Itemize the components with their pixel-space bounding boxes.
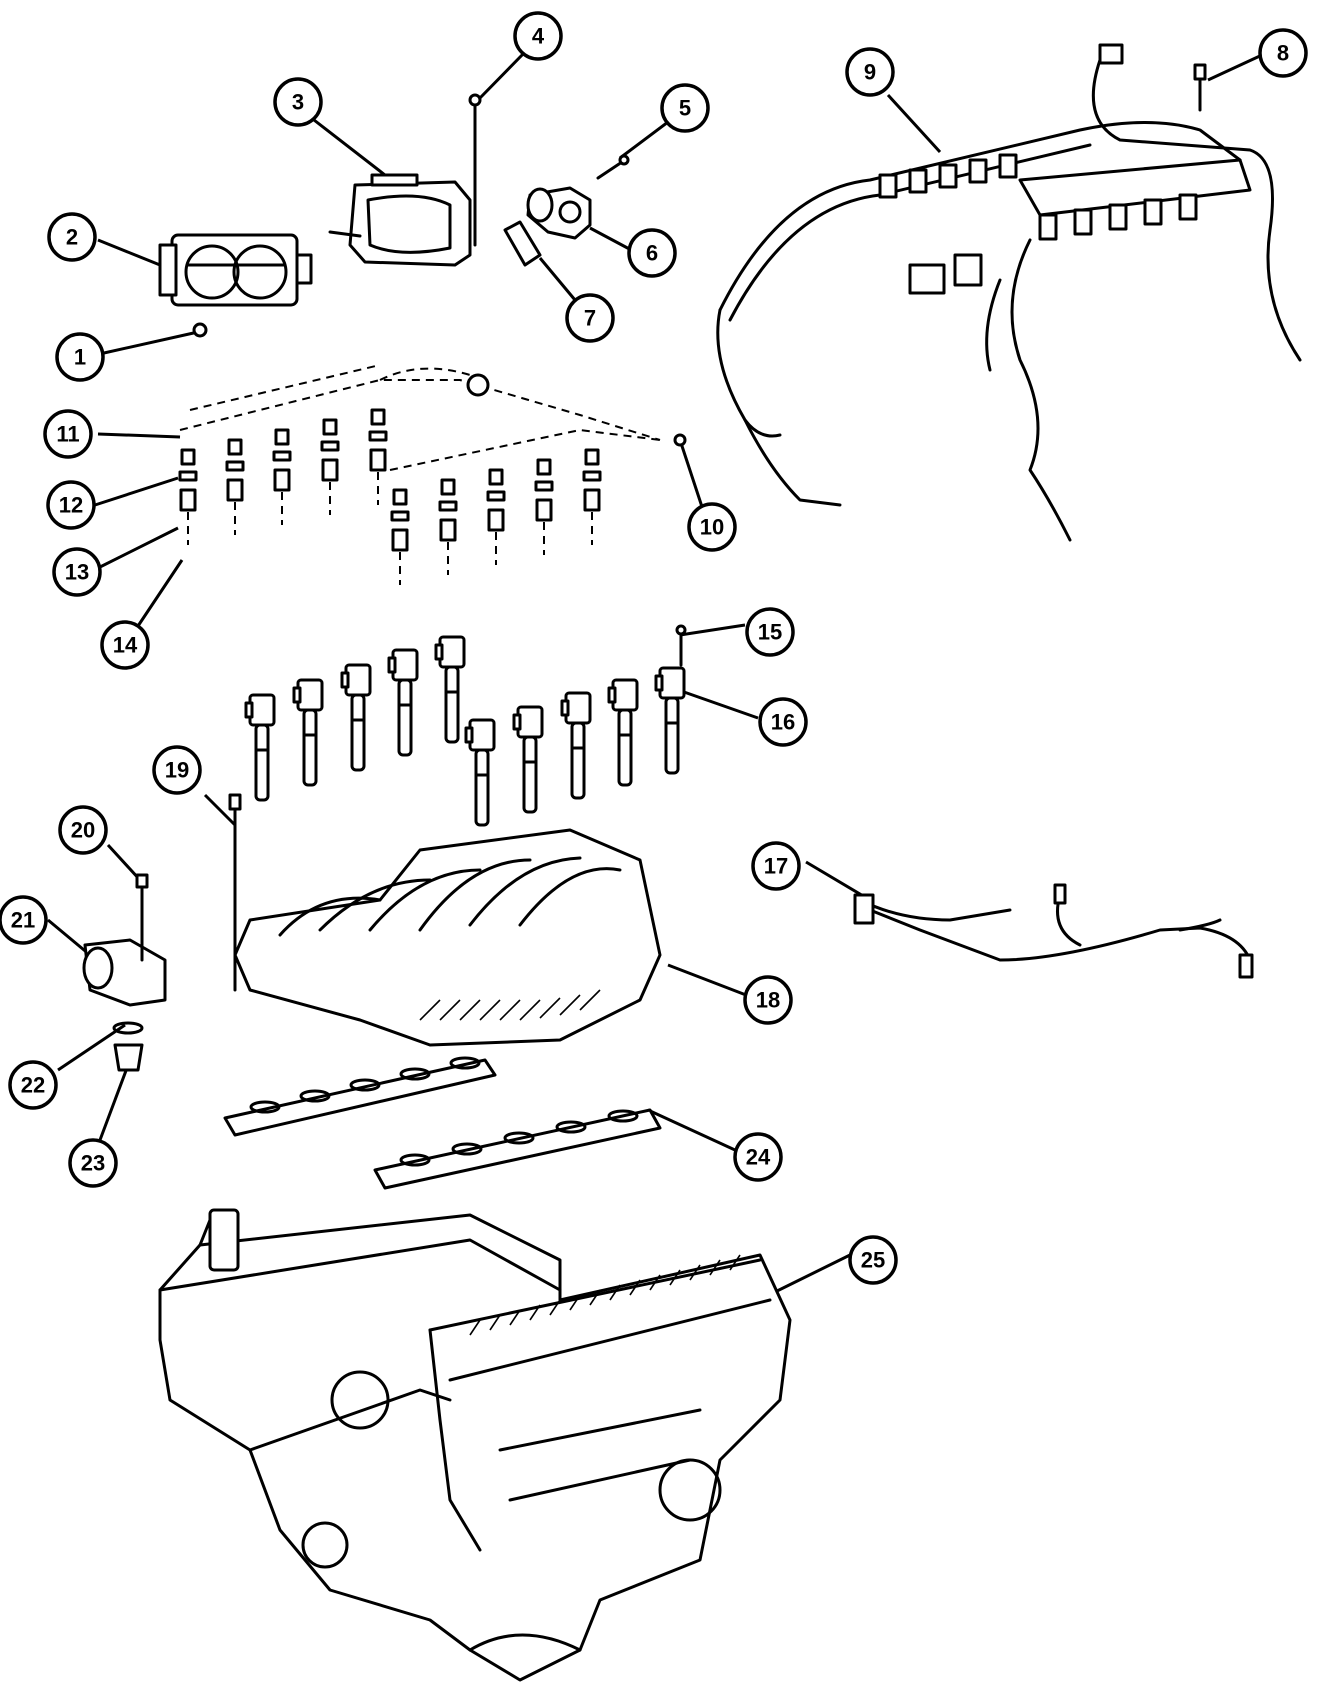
svg-text:17: 17 — [764, 854, 788, 879]
ignition-coil — [244, 693, 276, 802]
fuel-injectors — [178, 408, 602, 585]
callout-15: 15 — [745, 607, 795, 657]
svg-text:19: 19 — [165, 758, 189, 783]
intake-manifold-part — [228, 793, 662, 1047]
ignition-coil — [464, 718, 496, 827]
fuel-injector — [225, 438, 245, 535]
ignition-coils — [244, 635, 686, 827]
svg-text:5: 5 — [679, 96, 691, 121]
throttle-body-part — [158, 233, 313, 338]
ignition-coil — [654, 666, 686, 775]
callout-19: 19 — [152, 745, 202, 795]
callout-12: 12 — [46, 480, 96, 530]
ignition-coil — [512, 705, 544, 814]
callout-25: 25 — [848, 1235, 898, 1285]
svg-text:14: 14 — [113, 633, 138, 658]
engine-wiring-harness-part — [716, 43, 1302, 542]
fuel-injector — [534, 458, 554, 555]
svg-text:6: 6 — [646, 241, 658, 266]
gasket-port — [503, 1131, 535, 1145]
callout-14: 14 — [100, 620, 150, 670]
ignition-coil — [434, 635, 466, 744]
gasket-port — [399, 1153, 431, 1167]
callout-16: 16 — [758, 697, 808, 747]
svg-text:21: 21 — [11, 908, 35, 933]
callout-23: 23 — [68, 1138, 118, 1188]
svg-text:10: 10 — [700, 515, 724, 540]
gasket-port — [555, 1120, 587, 1134]
svg-text:15: 15 — [758, 620, 782, 645]
svg-text:23: 23 — [81, 1151, 105, 1176]
svg-text:24: 24 — [746, 1145, 771, 1170]
svg-text:25: 25 — [861, 1248, 885, 1273]
ignition-coil — [387, 648, 419, 757]
gasket-port — [607, 1109, 639, 1123]
harness-connectors — [878, 43, 1198, 295]
callout-20: 20 — [58, 805, 108, 855]
ignition-coil — [560, 691, 592, 800]
svg-text:18: 18 — [756, 988, 780, 1013]
sensor-harness-part — [853, 883, 1254, 979]
intake-gaskets-part — [223, 1056, 662, 1190]
callout-6: 6 — [627, 228, 677, 278]
svg-text:3: 3 — [292, 90, 304, 115]
callout-3: 3 — [273, 77, 323, 127]
svg-text:13: 13 — [65, 560, 89, 585]
svg-text:22: 22 — [21, 1073, 45, 1098]
svg-text:16: 16 — [771, 710, 795, 735]
fuel-injector — [582, 448, 602, 545]
ignition-coil — [292, 678, 324, 787]
engine-block-part — [158, 1208, 792, 1682]
callout-1: 1 — [55, 332, 105, 382]
gasket-port — [349, 1078, 381, 1092]
callout-13: 13 — [52, 547, 102, 597]
thermostat-housing-part — [82, 873, 167, 1072]
callout-17: 17 — [751, 841, 801, 891]
callout-11: 11 — [43, 409, 93, 459]
callout-7: 7 — [565, 293, 615, 343]
svg-text:8: 8 — [1277, 41, 1289, 66]
svg-text:7: 7 — [584, 306, 596, 331]
callout-21: 21 — [0, 895, 48, 945]
gasket-port — [451, 1142, 483, 1156]
callout-22: 22 — [8, 1060, 58, 1110]
leader-lines — [47, 50, 1263, 1294]
callout-4: 4 — [513, 11, 563, 61]
callout-2: 2 — [47, 212, 97, 262]
svg-text:11: 11 — [56, 422, 79, 447]
fuel-injector — [178, 448, 198, 545]
callout-10: 10 — [687, 502, 737, 552]
ignition-coil — [607, 678, 639, 787]
ignition-coil — [340, 663, 372, 772]
gasket-port — [249, 1100, 281, 1114]
fuel-rail-part — [179, 364, 687, 471]
fuel-injector — [368, 408, 388, 505]
callout-5: 5 — [660, 83, 710, 133]
callout-9: 9 — [845, 47, 895, 97]
throttle-adapter-part — [328, 93, 482, 267]
gasket-port — [399, 1067, 431, 1081]
callout-labels: 1 2 3 4 5 6 7 8 9 10 11 12 13 14 15 16 1… — [0, 11, 1308, 1285]
fuel-injector — [390, 488, 410, 585]
fuel-injector — [320, 418, 340, 515]
callout-24: 24 — [733, 1132, 783, 1182]
svg-text:20: 20 — [71, 818, 95, 843]
gasket-port — [299, 1089, 331, 1103]
fuel-injector — [486, 468, 506, 565]
callout-8: 8 — [1258, 28, 1308, 78]
svg-text:9: 9 — [864, 60, 876, 85]
svg-text:12: 12 — [59, 493, 83, 518]
gasket-port — [449, 1056, 481, 1070]
callout-18: 18 — [743, 975, 793, 1025]
svg-text:1: 1 — [74, 345, 86, 370]
water-outlet-part — [503, 154, 630, 267]
svg-text:4: 4 — [532, 24, 545, 49]
svg-text:2: 2 — [66, 225, 78, 250]
fuel-injector — [272, 428, 292, 525]
fuel-injector — [438, 478, 458, 575]
